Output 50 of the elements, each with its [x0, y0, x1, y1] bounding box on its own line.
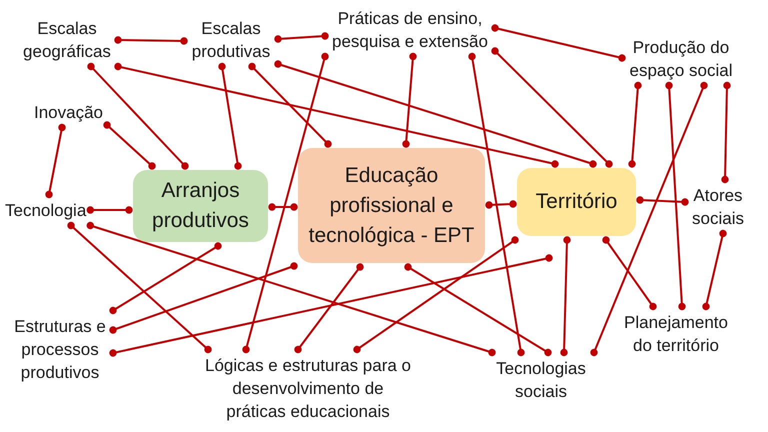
- connector-line: [109, 262, 298, 334]
- connector-line: [468, 52, 525, 356]
- connector-line: [721, 82, 731, 184]
- connector-line: [242, 52, 329, 354]
- concept-label: Tecnologia: [5, 198, 86, 222]
- connector-line: [109, 242, 222, 314]
- concept-label: Escalas geográficas: [20, 16, 114, 62]
- connector-line: [87, 62, 189, 170]
- connector-line: [590, 82, 708, 356]
- connector-line: [665, 82, 686, 310]
- concept-title: Arranjos produtivos: [151, 178, 250, 234]
- connector-line: [86, 222, 496, 356]
- concept-box: [298, 148, 485, 263]
- connector-line: [218, 62, 242, 170]
- connector-line: [45, 124, 66, 198]
- concept-label: Tecnologias sociais: [492, 356, 590, 402]
- connector-line: [274, 60, 597, 168]
- connector-line: [702, 230, 727, 310]
- concept-box: [517, 168, 636, 236]
- connector-line: [114, 36, 188, 45]
- connector-line: [353, 236, 519, 354]
- connector-line: [103, 121, 156, 170]
- connector-line: [274, 32, 329, 43]
- connector-line: [294, 263, 364, 354]
- concept-label: Escalas produtivas: [188, 16, 274, 62]
- connector-line: [491, 24, 626, 62]
- concept-label: Planejamento do território: [621, 310, 731, 356]
- connector-line: [602, 236, 657, 310]
- connector-line: [628, 82, 642, 168]
- connector-line: [268, 203, 298, 211]
- concept-label: Práticas de ensino, pesquisa e extensão: [329, 6, 491, 52]
- connector-line: [248, 62, 332, 148]
- connector-line: [114, 62, 559, 168]
- connector-line: [560, 236, 571, 356]
- connector-line: [485, 200, 517, 209]
- connector-line: [404, 263, 552, 356]
- connector-line: [491, 47, 613, 168]
- concept-label: Inovação: [34, 100, 103, 124]
- connector-line: [67, 222, 212, 354]
- concept-title: Educação profissional e tecnológica - EPT: [308, 162, 476, 248]
- concept-label: Atores sociais: [689, 184, 747, 230]
- connector-line: [86, 206, 133, 214]
- connector-line: [109, 254, 553, 357]
- concept-box: [133, 170, 268, 242]
- connector-line: [636, 196, 689, 206]
- concept-title: Território: [536, 189, 618, 215]
- concept-label: Lógicas e estruturas para o desenvolvimento de práticas educacionais: [202, 354, 414, 422]
- concept-label: Estruturas e processos produtivos: [11, 314, 109, 384]
- connector-line: [402, 52, 417, 148]
- concept-label: Produção do espaço social: [626, 36, 736, 82]
